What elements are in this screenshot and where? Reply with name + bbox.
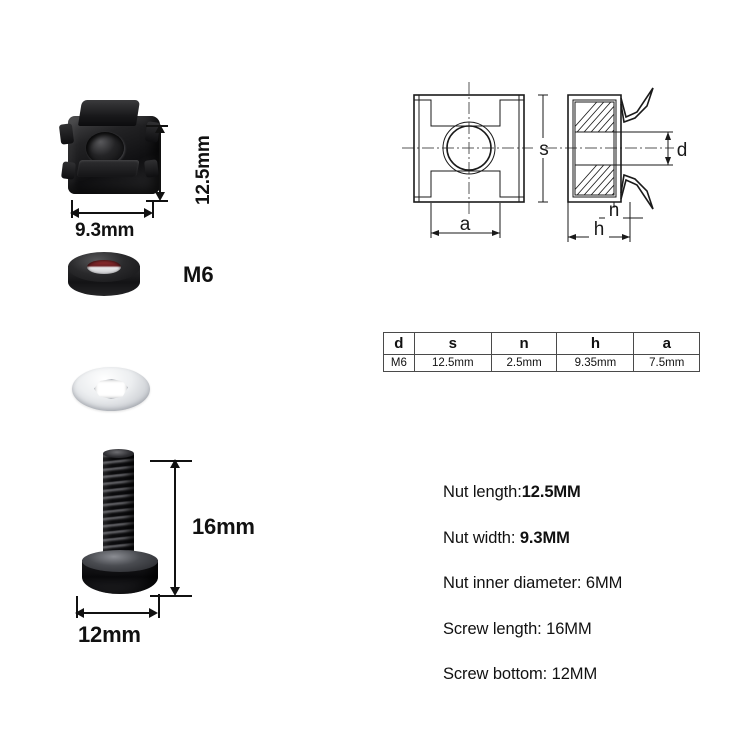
dim-h-arrow-left <box>568 234 576 240</box>
table-cell: 7.5mm <box>633 354 700 372</box>
section-dim-d: d <box>614 131 694 166</box>
dim-h-label: h <box>594 219 605 240</box>
dim-s-label: s <box>539 139 549 160</box>
spec-item-screw-length: Screw length: 16MM <box>443 620 733 639</box>
dim-n-label-bg <box>605 208 623 225</box>
front-bore-outer-circle <box>442 121 496 175</box>
dim-line-horizontal <box>79 612 155 614</box>
spec-item-screw-bottom: Screw bottom: 12MM <box>443 665 733 684</box>
cage-nut-threaded-hole <box>86 132 124 164</box>
m6-nut-photo <box>68 252 140 300</box>
table-header-cell: h <box>556 332 635 355</box>
m6-label: M6 <box>183 262 214 287</box>
screw-tip <box>103 449 134 458</box>
dim-tick-bottom <box>150 595 192 597</box>
dim-d-arrow-bottom <box>665 157 671 165</box>
spec-item-nut-length: Nut length:12.5MM <box>443 483 733 502</box>
spec-label: Nut inner diameter: <box>443 574 586 592</box>
table-header-cell: a <box>633 332 700 355</box>
dim-arrow-down <box>155 192 165 201</box>
table-header-cell: d <box>383 332 415 355</box>
section-spring-arm-upper <box>620 87 654 124</box>
dim-h-arrow-right <box>622 234 630 240</box>
dim-arrow-down <box>170 587 180 596</box>
section-bore-opening <box>574 131 615 166</box>
screw-length-label: 16mm <box>192 514 255 539</box>
screw-photo <box>70 449 180 604</box>
dim-a-label: a <box>460 214 471 235</box>
spec-label: Screw length: <box>443 619 547 638</box>
specification-table: d s n h a M6 12.5mm 2.5mm 9.35mm 7.5mm <box>383 332 700 372</box>
section-spring-arm-lower <box>620 173 654 210</box>
cad-dim-s: s <box>533 94 555 203</box>
dim-d-label: d <box>677 140 688 161</box>
section-outer-shell <box>567 94 622 203</box>
table-cell: M6 <box>383 354 415 372</box>
section-dim-n: n <box>599 200 643 225</box>
specification-list: Nut length:12.5MM Nut width: 9.3MM Nut i… <box>443 483 733 711</box>
dim-arrow-left <box>75 608 84 618</box>
table-row: M6 12.5mm 2.5mm 9.35mm 7.5mm <box>383 354 700 372</box>
dim-arrow-right <box>149 608 158 618</box>
dim-s-label-bg <box>533 138 555 158</box>
front-outer-body <box>413 94 525 203</box>
section-inner-shell <box>572 99 617 198</box>
table-header-cell: n <box>490 332 558 355</box>
cage-nut-bottom-bar <box>76 160 140 177</box>
dim-tick-left <box>76 596 78 618</box>
cage-nut-width-label: 9.3mm <box>75 220 135 241</box>
spec-label: Nut length: <box>443 483 522 501</box>
cage-nut-tab-right-lower <box>144 159 159 178</box>
cad-front-view: a <box>402 82 535 238</box>
cad-drawing-group: a s <box>402 82 694 244</box>
dim-a-arrow-left <box>431 230 439 236</box>
spec-value: 9.3MM <box>519 528 570 547</box>
spec-value: 16MM <box>546 619 592 638</box>
cage-nut-tab-left-upper <box>58 123 75 145</box>
star-washer-photo <box>72 367 150 411</box>
front-bore-circle <box>446 125 492 171</box>
dim-n-label: n <box>609 200 620 221</box>
dim-line-vertical <box>159 128 161 198</box>
table-header-cell: s <box>413 332 492 355</box>
dim-line-horizontal <box>74 212 150 214</box>
cad-section-view: d n h <box>545 87 694 244</box>
spec-item-nut-inner-diameter: Nut inner diameter: 6MM <box>443 574 733 593</box>
front-bottom-notch <box>413 170 525 202</box>
front-dim-a: a <box>430 203 501 238</box>
cage-nut-height-label: 12.5mm <box>193 135 214 205</box>
table-cell: 2.5mm <box>490 354 558 372</box>
section-dim-h: h <box>567 202 631 244</box>
dim-arrow-up <box>170 459 180 468</box>
spec-value: 6MM <box>585 574 623 592</box>
table-header-row: d s n h a <box>383 332 700 355</box>
dim-arrow-up <box>155 124 165 133</box>
screw-threaded-shaft <box>103 452 134 562</box>
screw-bottom-label: 12mm <box>78 622 141 647</box>
spec-label: Nut width: <box>443 528 520 547</box>
cage-nut-photo <box>58 98 170 208</box>
dim-tick-bottom <box>146 200 168 202</box>
dim-arrow-left <box>70 208 79 218</box>
m6-nut-thread-bore <box>87 260 121 274</box>
dim-tick-right <box>158 594 160 618</box>
dim-tick-right <box>152 200 154 218</box>
spec-value: 12MM <box>551 665 598 683</box>
dim-a-arrow-right <box>492 230 500 236</box>
dim-h-label-bg <box>589 226 609 244</box>
spec-label: Screw bottom: <box>443 665 552 683</box>
spec-item-nut-width: Nut width: 9.3MM <box>443 529 733 548</box>
spec-value: 12.5MM <box>521 483 581 501</box>
table-cell: 12.5mm <box>413 354 492 372</box>
screw-head-top-face <box>82 550 158 572</box>
dim-d-arrow-top <box>665 132 671 140</box>
dim-line-vertical <box>174 463 176 593</box>
table-cell: 9.35mm <box>556 354 635 372</box>
dim-arrow-right <box>144 208 153 218</box>
dim-d-label-bg <box>674 139 694 159</box>
cage-nut-tab-left-lower <box>61 161 76 180</box>
cage-nut-top-flange <box>77 100 141 126</box>
